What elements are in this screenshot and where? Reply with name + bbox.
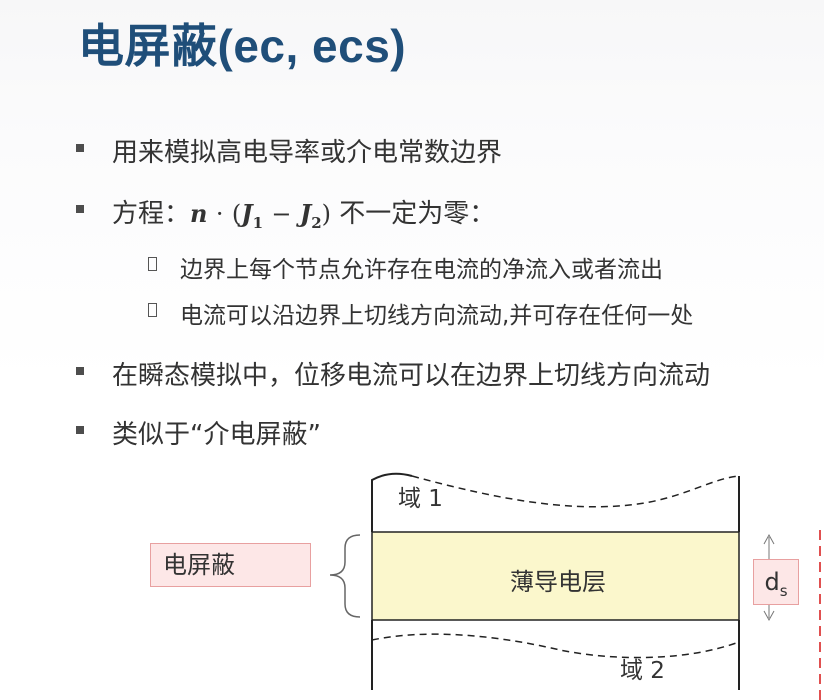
thin-conductive-layer-rect	[371, 531, 740, 621]
bullet-item: 用来模拟高电导率或介电常数边界	[76, 132, 502, 169]
sub-bullet-item: 边界上每个节点允许存在电流的净流入或者流出	[148, 250, 663, 284]
bullet-text: 用来模拟高电导率或介电常数边界	[112, 138, 503, 168]
bullet-text: 方程：n · (J1 − J2) 不一定为零：	[112, 199, 496, 232]
empty-box-bullet-icon	[148, 257, 157, 271]
sub-bullet-text: 电流可以沿边界上切线方向流动,并可存在任何一处	[180, 303, 694, 329]
bullet-item: 方程：n · (J1 − J2) 不一定为零：	[76, 193, 495, 232]
domain2-label: 域 2	[620, 658, 665, 684]
bullet-item: 类似于“介电屏蔽”	[76, 414, 321, 451]
square-bullet-icon	[76, 205, 84, 213]
bullet-item: 在瞬态模拟中，位移电流可以在边界上切线方向流动	[76, 355, 710, 392]
arrow-down-icon	[763, 610, 775, 622]
brace-icon	[329, 534, 361, 618]
bullet-text: 在瞬态模拟中，位移电流可以在边界上切线方向流动	[112, 361, 711, 391]
electric-shield-label: 电屏蔽	[150, 543, 311, 587]
equation-suffix: 不一定为零：	[339, 199, 496, 229]
square-bullet-icon	[76, 426, 84, 434]
square-bullet-icon	[76, 367, 84, 375]
empty-box-bullet-icon	[148, 303, 157, 317]
thickness-label: ds	[753, 559, 799, 605]
equation-prefix: 方程：	[112, 199, 191, 229]
slide-title: 电屏蔽(ec, ecs)	[78, 20, 407, 72]
thin-layer-label: 薄导电层	[510, 568, 606, 596]
sub-bullet-text: 边界上每个节点允许存在电流的净流入或者流出	[180, 257, 663, 283]
domain1-label: 域 1	[398, 486, 443, 512]
sub-bullet-item: 电流可以沿边界上切线方向流动,并可存在任何一处	[148, 296, 693, 330]
domain2-dashed-edge	[371, 633, 740, 659]
square-bullet-icon	[76, 144, 84, 152]
domain1-dashed-edge	[411, 475, 740, 508]
bullet-text: 类似于“介电屏蔽”	[112, 420, 321, 450]
arrow-up-icon	[763, 533, 775, 545]
domain1-left-wall	[371, 472, 413, 532]
equation: n · (J1 − J2)	[190, 199, 331, 232]
